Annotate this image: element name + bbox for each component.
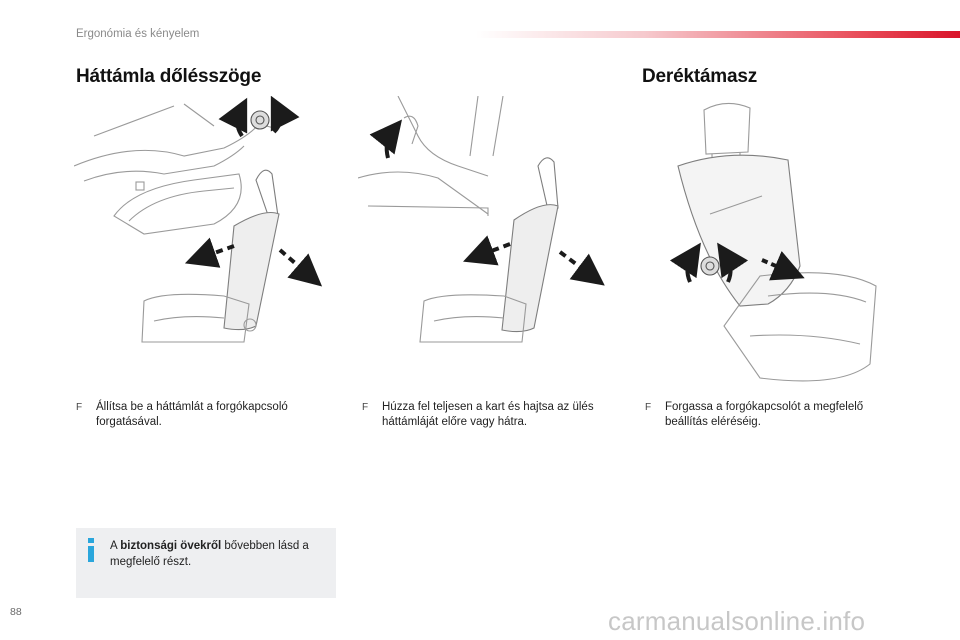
bullet-marker: F	[645, 402, 652, 413]
bullet-marker: F	[76, 402, 83, 413]
bullet-marker: F	[362, 402, 369, 413]
instruction-text: Húzza fel teljesen a kart és hajtsa az ü…	[382, 401, 594, 428]
page-number: 88	[10, 606, 22, 618]
header-accent-bar	[476, 31, 960, 38]
section-title-lumbar: Deréktámasz	[642, 66, 758, 87]
info-text: A biztonsági övekről bővebben lásd a meg…	[110, 538, 330, 570]
instruction-backrest-lever: F Húzza fel teljesen a kart és hajtsa az…	[362, 400, 618, 430]
watermark: carmanualsonline.info	[608, 606, 866, 636]
section-title-backrest: Háttámla dőlésszöge	[76, 66, 262, 87]
info-suffix: bővebben lásd a megfelelő részt.	[110, 540, 309, 568]
info-prefix: A	[110, 540, 121, 552]
info-bold-link: biztonsági övekről	[120, 540, 222, 552]
lumbar-support-illustration	[669, 102, 877, 382]
info-box: A biztonsági övekről bővebben lásd a meg…	[76, 528, 336, 598]
instruction-lumbar: F Forgassa a forgókapcsolót a megfelelő …	[645, 400, 895, 430]
instruction-text: Állítsa be a háttámlát a forgókapcsoló f…	[96, 401, 288, 428]
seat-knob-illustration	[74, 96, 323, 343]
instruction-backrest-knob: F Állítsa be a háttámlát a forgókapcsoló…	[76, 400, 322, 430]
info-icon	[88, 538, 94, 562]
section-label: Ergonómia és kényelem	[76, 28, 200, 40]
seat-lever-illustration	[358, 96, 605, 343]
instruction-text: Forgassa a forgókapcsolót a megfelelő be…	[665, 401, 864, 428]
